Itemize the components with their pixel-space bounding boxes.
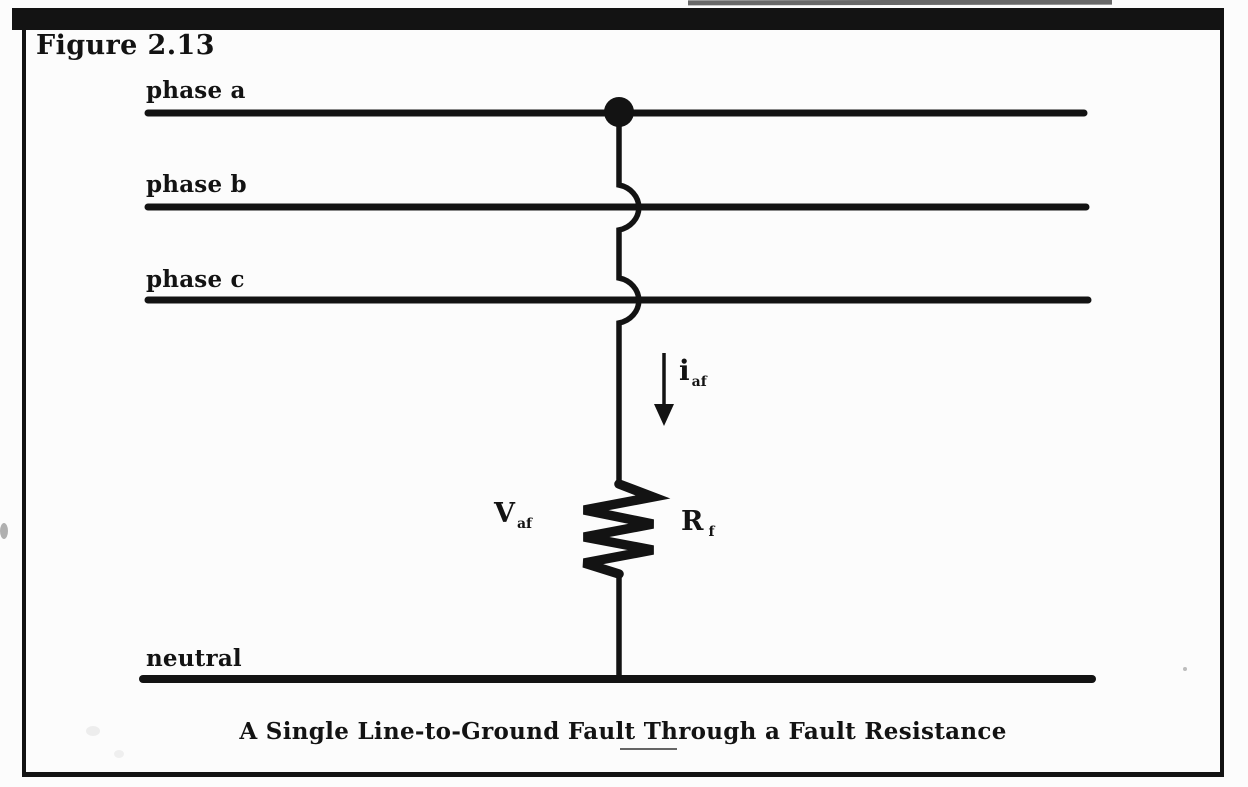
arrow-head-icon: [654, 404, 674, 426]
figure-frame: [12, 8, 1224, 777]
phase-b-label: phase b: [146, 171, 247, 198]
phase-c-label: phase c: [146, 266, 245, 293]
current-symbol: i: [679, 354, 690, 387]
figure-number-label: Figure 2.13: [36, 30, 215, 61]
figure-caption: A Single Line-to-Ground Fault Through a …: [239, 718, 1007, 745]
phase-a-label: phase a: [146, 77, 246, 104]
neutral-label: neutral: [146, 645, 242, 672]
voltage-symbol: V: [494, 498, 515, 529]
fault-current-arrow: [654, 353, 674, 426]
fault-branch-wire: [616, 118, 642, 679]
fault-resistor-zigzag: [582, 479, 671, 579]
resistance-symbol: R: [681, 506, 704, 537]
voltage-subscript: af: [516, 515, 533, 532]
junction-dot: [604, 97, 634, 127]
resistance-subscript: f: [708, 523, 715, 540]
frame-top-bar: [12, 8, 1224, 30]
current-subscript: af: [691, 373, 707, 390]
